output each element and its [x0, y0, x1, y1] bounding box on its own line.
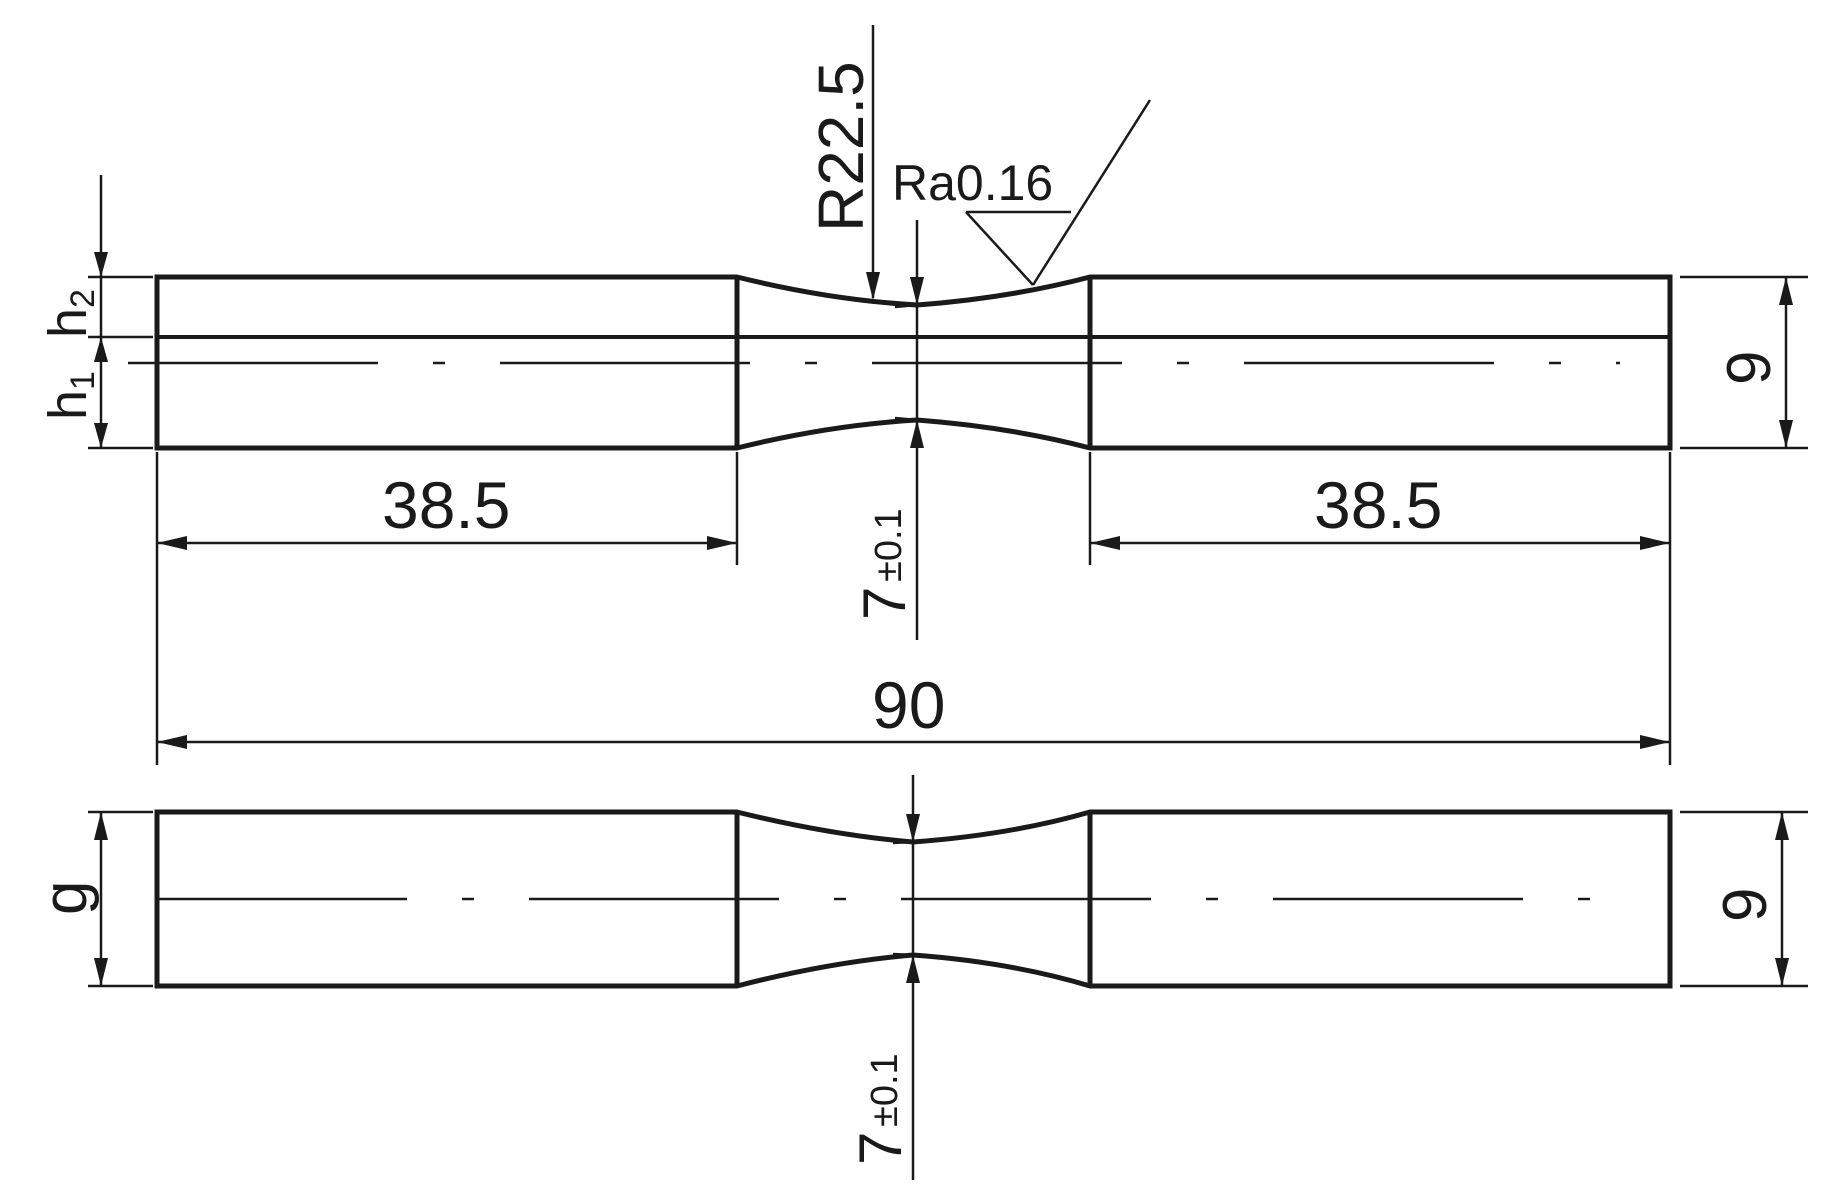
top-specimen-outline	[154, 274, 1673, 451]
top-neck-dim-label: 7 ±0.1	[851, 508, 918, 620]
dim-left-label: 38.5	[382, 468, 510, 542]
side-neck-mark-upper	[892, 840, 914, 845]
side-neck-arrow-down	[906, 814, 920, 842]
dim-right-length: 38.5	[1090, 468, 1670, 550]
h-dimension: h 2 h 1	[38, 175, 153, 450]
svg-text:±0.1: ±0.1	[864, 1053, 906, 1127]
top-view: R22.5 7 ±0.1 Ra0.16 h 2	[38, 25, 1808, 765]
dim-right-label: 38.5	[1314, 468, 1442, 542]
side-right-height-label: 9	[1711, 888, 1780, 922]
svg-text:1: 1	[64, 371, 102, 390]
top-height-dimension: 9	[1680, 275, 1808, 450]
radius-label: R22.5	[805, 61, 877, 232]
side-view: 7 ±0.1 g 9	[31, 775, 1808, 1180]
top-neck-mark-lower	[894, 416, 918, 422]
svg-text:7: 7	[851, 587, 918, 620]
side-right-height-dimension: 9	[1680, 810, 1808, 988]
side-specimen-outline	[154, 809, 1673, 989]
roughness-symbol: Ra0.16	[892, 99, 1152, 286]
dim-total-label: 90	[872, 668, 945, 742]
dim-total-length: 90	[157, 668, 1670, 749]
radius-leader-arrow	[866, 272, 880, 300]
side-left-height-label: g	[31, 881, 100, 915]
dim-left-length: 38.5	[157, 468, 737, 550]
svg-text:2: 2	[64, 289, 102, 308]
svg-text:h: h	[38, 308, 98, 338]
side-left-height-dimension: g	[31, 810, 153, 988]
top-neck-mark-upper	[894, 303, 918, 309]
svg-text:7: 7	[847, 1132, 914, 1165]
h2-label: h 2	[38, 289, 102, 338]
side-neck-mark-lower	[892, 952, 914, 957]
side-neck-dim-label: 7 ±0.1	[847, 1053, 914, 1165]
side-neck-arrow-up	[906, 955, 920, 983]
svg-text:h: h	[38, 390, 98, 420]
h1-label: h 1	[38, 371, 102, 420]
top-neck-arrow-down	[910, 277, 924, 305]
top-neck-arrow-up	[910, 420, 924, 448]
roughness-label: Ra0.16	[892, 155, 1053, 211]
svg-text:±0.1: ±0.1	[868, 508, 910, 582]
top-height-label: 9	[1715, 351, 1784, 385]
